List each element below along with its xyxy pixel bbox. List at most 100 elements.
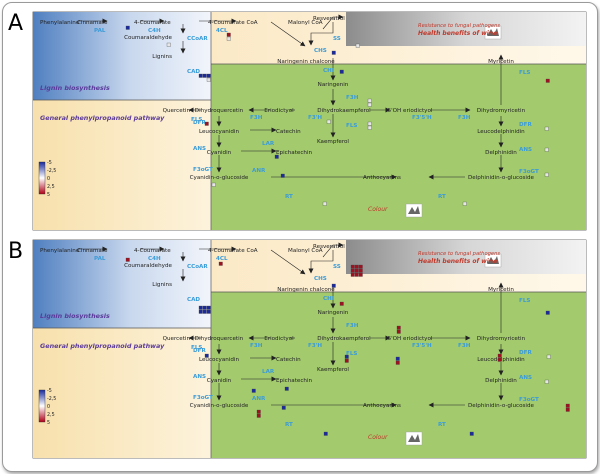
expression-cell-fls-mid-a-a bbox=[367, 121, 372, 126]
expression-cell-anr-a bbox=[280, 173, 285, 178]
expression-cell-ss-f-b bbox=[358, 268, 363, 273]
metabolite-cinnamate-a: Cinnamate bbox=[77, 20, 108, 26]
enzyme-dfr-right-a: DFR bbox=[519, 122, 532, 128]
enzyme-ss-b: SS bbox=[333, 264, 341, 270]
enzyme-pal-b: PAL bbox=[94, 256, 106, 262]
enzyme-chs-a: CHS bbox=[314, 48, 327, 54]
legend-tick-2-a: 0 bbox=[47, 176, 50, 182]
expression-cell-fls-left-b bbox=[204, 353, 209, 358]
enzyme-rt-right-b: RT bbox=[438, 422, 446, 428]
metabolite-epicatechin-a: Epichatechin bbox=[276, 150, 312, 156]
expression-cell-ss-a-b bbox=[350, 264, 355, 269]
enzyme-rt-left-a: RT bbox=[285, 194, 293, 200]
enzyme-c4h-a: C4H bbox=[148, 28, 161, 34]
expression-cell-f3ogt-right-a-b bbox=[565, 403, 570, 408]
enzyme-fls-left-b: FLS bbox=[191, 345, 202, 351]
legend-tick-0-a: -5 bbox=[47, 160, 52, 166]
metabolite-dihydrokaempferol-a: Dihydrokaempferol bbox=[317, 108, 371, 114]
panel-letter-b: B bbox=[8, 239, 23, 264]
expression-cell-ss-g-b bbox=[350, 272, 355, 277]
expression-cell-f3ph-b-b bbox=[344, 358, 349, 363]
metabolite-coumarate-a: 4-Coumarate bbox=[134, 20, 171, 26]
expression-cell-cad-f-b bbox=[206, 309, 211, 314]
metabolite-myricetin-a: Myricetin bbox=[488, 59, 514, 65]
enzyme-cl4-b: 4CL bbox=[216, 256, 228, 262]
enzyme-chi-b: CHI bbox=[323, 296, 334, 302]
expression-cell-rt-right-a bbox=[462, 201, 467, 206]
expression-cell-fls-mid-a-b bbox=[395, 356, 400, 361]
region-colour-label-b: Colour bbox=[368, 434, 388, 441]
metabolite-leucocyanidin-b: Leucocyanidin bbox=[199, 357, 240, 363]
expression-cell-ss-h-b bbox=[354, 272, 359, 277]
region-lignin-label-b: Lignin biosynthesis bbox=[40, 312, 110, 320]
metabolite-cinnamate-b: Cinnamate bbox=[77, 248, 108, 254]
enzyme-ans-right-b: ANS bbox=[519, 375, 532, 381]
metabolite-cyanidin-glucoside-b: Cyanidin-o-glucoside bbox=[190, 403, 249, 409]
legend-tick-3-a: 2,5 bbox=[47, 184, 55, 190]
expression-cell-f3ph-a-b bbox=[344, 354, 349, 359]
legend-tick-3-b: 2,5 bbox=[47, 412, 55, 418]
metabolite-dihydromyricetin-a: Dihydromyricetin bbox=[477, 108, 526, 114]
enzyme-anr-b: ANR bbox=[252, 396, 266, 402]
metabolite-kaempferol-a: Kaempferol bbox=[317, 139, 349, 145]
expression-cell-cad-a-b bbox=[198, 305, 203, 310]
expression-cell-f3h-mid-a-b bbox=[396, 325, 401, 330]
expression-cell-cad-e-b bbox=[202, 309, 207, 314]
metabolite-resveratrol-a: Resveratrol bbox=[313, 16, 345, 22]
expression-cell-ss-b-b bbox=[354, 264, 359, 269]
expression-cell-fls-right-b bbox=[545, 310, 550, 315]
expression-cell-cl4-b bbox=[218, 261, 223, 266]
enzyme-f3ogt-left-a: F3oGT bbox=[193, 167, 213, 173]
enzyme-f35h-b: F3'5'H bbox=[412, 343, 432, 349]
expression-cell-f3h-mid-a-a bbox=[367, 98, 372, 103]
enzyme-ans-left-b: ANS bbox=[193, 374, 206, 380]
metabolite-kaempferol-b: Kaempferol bbox=[317, 367, 349, 373]
expression-cell-f3ogt-left-a-b bbox=[256, 409, 261, 414]
metabolite-naringenin-b: Naringenin bbox=[318, 310, 349, 316]
enzyme-fls-right-b: FLS bbox=[519, 298, 530, 304]
metabolite-catechin-a: Catechin bbox=[276, 129, 301, 135]
enzyme-fls-mid-b: FLS bbox=[346, 351, 357, 357]
panel-letter-a: A bbox=[8, 11, 23, 36]
expression-cell-cad-d-b bbox=[198, 309, 203, 314]
metabolite-coumarate-b: 4-Coumarate bbox=[134, 248, 171, 254]
enzyme-f3h-mid-a: F3H bbox=[346, 95, 359, 101]
metabolite-naringenin-chalcone-a: Naringenin chalcone bbox=[277, 59, 335, 65]
expression-cell-cad-c-a bbox=[206, 73, 211, 78]
region-resistance-label-b: Resistance to fungal pathogens bbox=[418, 251, 500, 257]
enzyme-lar-a: LAR bbox=[262, 141, 275, 147]
metabolite-myricetin-b: Myricetin bbox=[488, 287, 514, 293]
metabolite-lignins-a: Lignins bbox=[152, 54, 172, 60]
enzyme-f3ogt-right-a: F3oGT bbox=[519, 169, 539, 175]
expression-cell-epicat-b bbox=[284, 386, 289, 391]
metabolite-phenylalanine-a: Phenylalanine bbox=[40, 20, 80, 26]
enzyme-lar-b: LAR bbox=[262, 369, 275, 375]
expression-cell-fls-mid-b-a bbox=[367, 125, 372, 130]
enzyme-c4h-b: C4H bbox=[148, 256, 161, 262]
expression-cell-ss-c-b bbox=[358, 264, 363, 269]
metabolite-quercetin-a: Quercetin bbox=[163, 108, 191, 114]
enzyme-fls-right-a: FLS bbox=[519, 70, 530, 76]
metabolite-delphinidin-glucoside-b: Delphinidin-o-glucoside bbox=[468, 403, 535, 409]
metabolite-anthocyanins-a: Anthocyanins bbox=[363, 175, 401, 181]
enzyme-ans-right-a: ANS bbox=[519, 147, 532, 153]
metabolite-eriodictyol-a: Eriodictyol bbox=[264, 108, 294, 114]
expression-cell-chs-a bbox=[331, 50, 336, 55]
expression-cell-pal-a bbox=[125, 25, 130, 30]
expression-cell-anr-b bbox=[281, 405, 286, 410]
enzyme-f3ogt-left-b: F3oGT bbox=[193, 395, 213, 401]
expression-cell-rt-right-b bbox=[469, 431, 474, 436]
expression-cell-fls-right-a bbox=[545, 78, 550, 83]
expression-cell-cl4-a-a bbox=[226, 32, 231, 37]
region-health-label-a: Health benefits of wine bbox=[418, 30, 497, 37]
enzyme-f3h-right-a: F3H bbox=[458, 115, 471, 121]
metabolite-dihydroquercetin-a: Dihydroquercetin bbox=[195, 108, 244, 114]
metabolite-anthocyanins-b: Anthocyanins bbox=[363, 403, 401, 409]
enzyme-f3ph-a: F3'H bbox=[308, 115, 322, 121]
region-resistance-label-a: Resistance to fungal pathogens bbox=[418, 23, 500, 29]
expression-cell-ans-right-b bbox=[544, 379, 549, 384]
enzyme-f3h-left-b: F3H bbox=[250, 343, 263, 349]
metabolite-oh-eriodictyol-a: 5'OH eriodictyol bbox=[388, 108, 433, 114]
expression-cell-f3h-right-b-b bbox=[497, 357, 502, 362]
metabolite-naringenin-chalcone-b: Naringenin chalcone bbox=[277, 287, 335, 293]
